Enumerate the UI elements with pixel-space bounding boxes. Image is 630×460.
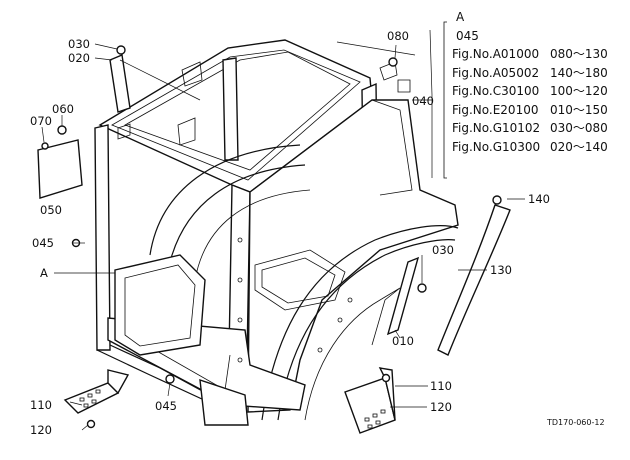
callout-050: 050: [40, 203, 62, 217]
bolt-045-bottom: [165, 374, 175, 384]
step-holes-right: [364, 409, 386, 429]
legend-range: 010～150: [550, 102, 608, 117]
legend-range: 080～130: [550, 47, 608, 61]
step-holes-left: [79, 389, 101, 408]
callout-060: 060: [52, 102, 74, 116]
legend-row: Fig.No.A01000 080～130: [452, 45, 627, 64]
handrail-010: [386, 256, 420, 336]
bolt-140: [492, 195, 502, 205]
handrail-020: [109, 54, 131, 113]
legend-row: Fig.No.C30100 100～120: [452, 82, 627, 101]
bolt-080: [388, 57, 398, 67]
callout-070: 070: [30, 114, 52, 128]
legend-fig: Fig.No.A05002: [452, 65, 540, 80]
callout-110-left: 110: [30, 398, 52, 412]
callout-045-left: 045: [32, 236, 54, 250]
legend-fig: Fig.No.C30100: [452, 84, 540, 98]
legend-header-letter: A: [456, 10, 465, 24]
bolt-120-left: [86, 419, 96, 429]
legend-fig: Fig.No.E20100: [452, 102, 539, 117]
legend-row: Fig.No.E20100 010～150: [452, 101, 627, 120]
callout-030-right: 030: [432, 243, 454, 257]
callout-020: 020: [68, 51, 90, 65]
callout-labels: 030 020 060 070 050 045 A 110 120 045 08…: [30, 29, 605, 437]
legend-fig: Fig.No.G10102: [452, 121, 541, 135]
screw-070: [41, 142, 49, 150]
legend-range: 020～140: [550, 139, 608, 154]
leader-lines: [41, 29, 525, 431]
fender-trim-130: [437, 204, 511, 356]
callout-010: 010: [392, 334, 414, 348]
legend-row: Fig.No.A05002 140～180: [452, 64, 627, 83]
legend-row: Fig.No.G10300 020～140: [452, 138, 627, 157]
bolt-030-left: [116, 45, 126, 55]
plate-050: [37, 139, 83, 199]
callout-140: 140: [528, 192, 550, 206]
callout-120-left: 120: [30, 423, 52, 437]
callout-A: A: [40, 266, 48, 280]
step-110-left: [63, 382, 120, 414]
drawing-code: TD170-060-12: [546, 418, 605, 427]
bolt-030-right: [417, 283, 427, 293]
figure-reference-legend: A 045 Fig.No.A01000 080～130 Fig.No.A05002…: [452, 8, 627, 156]
callout-110-right: 110: [430, 379, 452, 393]
callout-040: 040: [412, 94, 434, 108]
legend-fig: Fig.No.G10300: [452, 139, 541, 154]
legend-header-part: 045: [456, 28, 479, 43]
legend-range: 140～180: [550, 65, 608, 80]
callout-130: 130: [490, 263, 512, 277]
callout-045-bottom: 045: [155, 399, 177, 413]
callout-030-left: 030: [68, 37, 90, 51]
callout-120-right: 120: [430, 400, 452, 414]
legend-fig: Fig.No.A01000: [452, 47, 540, 61]
cabin-frame-illustration: [37, 39, 511, 434]
legend-bracket: [443, 21, 447, 179]
legend-range: 030～080: [550, 121, 608, 135]
legend-row: Fig.No.G10102 030～080: [452, 119, 627, 138]
bolt-060: [57, 125, 67, 135]
callout-080: 080: [387, 29, 409, 43]
legend-range: 100～120: [550, 84, 608, 98]
bolt-120-right: [381, 373, 391, 383]
